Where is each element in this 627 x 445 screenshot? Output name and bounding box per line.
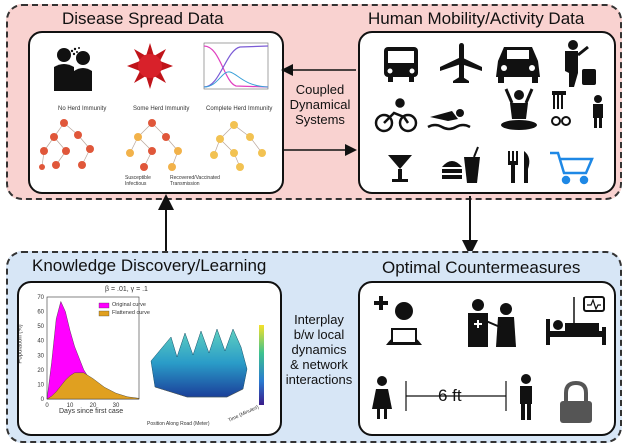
y-tick-label: 40 [37,339,44,345]
label-complete-herd-immunity: Complete Herd Immunity [206,106,273,112]
label-no-herd-immunity: No Herd Immunity [58,106,107,112]
coupled-line-2: Dynamical [289,97,351,112]
coupled-line-3: Systems [295,112,345,127]
legend-recovered: Recovered/Vaccinated [170,175,220,181]
x-tick-label: 30 [113,403,120,409]
vaccination-icon [468,299,516,347]
interplay-line-3: dynamics [291,342,347,357]
countermeasure-icons [372,296,606,423]
epidemic-curve-chart: 0 10 20 30 40 50 60 70 0 10 20 30 [37,295,140,409]
knowledge-discovery-title: Knowledge Discovery/Learning [32,256,267,275]
y-tick-label: 0 [41,397,45,403]
salon-icon [551,91,603,128]
mobility-title: Human Mobility/Activity Data [368,9,585,28]
hospital-bed-icon [546,296,606,345]
series-area-flattened [46,372,140,400]
interplay-line-5: interactions [285,372,353,387]
airplane-icon [440,43,482,83]
traffic-surface-plot [150,325,264,405]
legend-swatch-flattened [98,310,110,317]
shopping-cart-icon [550,151,594,185]
woman-icon [372,376,392,419]
legend-transmission: Transmission [170,181,200,187]
mobility-panel [358,31,616,194]
interplay-label: Interplay b/w local dynamics & network i… [282,312,356,387]
restaurant-icon [508,151,530,183]
countermeasures-panel: 6 ft [358,281,616,436]
x-tick-label: 0 [45,403,49,409]
swimming-icon [427,109,471,131]
chart-title: β = .01, γ = .1 [105,286,148,293]
traveler-icon [565,40,596,87]
cocktail-icon [388,155,412,182]
cough-icon [54,47,92,91]
coupled-line-1: Coupled [295,82,345,97]
bus-icon [384,47,418,82]
mobility-icons [374,40,603,185]
y-tick-label: 60 [37,310,44,316]
cycling-icon [374,98,418,133]
disease-spread-title: Disease Spread Data [62,9,224,28]
learning-panel: β = .01, γ = .1 0 10 20 30 40 50 60 70 0 10 20 30 D… [17,281,282,436]
fastfood-icon [442,146,480,183]
legend-infectious: Infectious [125,181,147,187]
legend-susceptible: Susceptible [125,175,151,181]
x-axis-label: Days since first case [59,408,124,415]
y-axis-label: Population (%) [17,324,24,364]
sir-curve-thumbnail [203,42,269,90]
x-tick-label: 10 [67,403,74,409]
interplay-line-4: & network [290,357,348,372]
man-icon [520,374,532,420]
y-tick-label: 50 [37,324,44,330]
interplay-line-2: b/w local [293,327,345,342]
x-tick-label: 20 [90,403,97,409]
optimal-countermeasures-title: Optimal Countermeasures [382,258,581,277]
herd-immunity-networks [39,119,266,171]
distance-indicator [405,381,507,411]
y-tick-label: 10 [37,382,44,388]
y-tick-label: 20 [37,368,44,374]
legend-swatch-original [98,302,110,309]
label-some-herd-immunity: Some Herd Immunity [133,106,190,112]
disease-spread-panel: No Herd Immunity Some Herd Immunity Comp… [28,31,284,194]
legend-flattened: Flattened curve [112,310,150,316]
y-tick-label: 70 [37,295,44,301]
lock-icon [560,380,592,423]
distance-label: 6 ft [438,386,462,405]
interplay-line-1: Interplay [294,312,344,327]
health-worker-icon [374,296,422,345]
surface-x-label: Position Along Road (Meter) [147,421,210,427]
y-tick-label: 30 [37,353,44,359]
car-icon [496,47,540,83]
legend-original: Original curve [112,302,146,308]
coupled-systems-label: Coupled Dynamical Systems [284,82,356,127]
meditation-icon [501,88,537,130]
virus-icon [127,43,173,89]
